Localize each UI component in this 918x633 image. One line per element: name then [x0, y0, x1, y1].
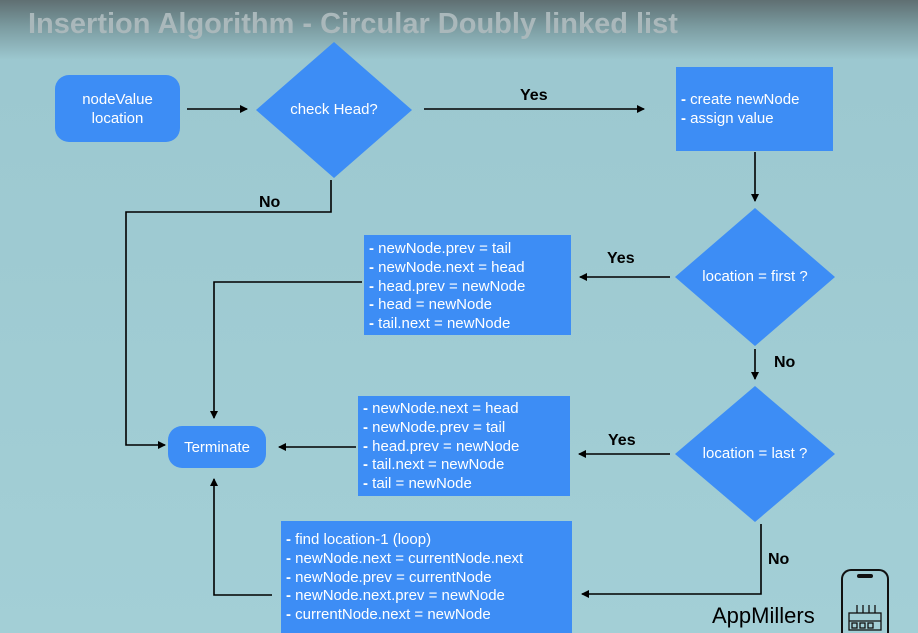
step-item: newNode.next = currentNode.next: [286, 550, 572, 569]
location-last-diamond: [675, 386, 835, 522]
terminate-label: Terminate: [184, 438, 250, 456]
arrow-first-steps-to-terminate: [210, 281, 362, 419]
location-last-label: location = last ?: [702, 445, 808, 462]
step-item: head.prev = newNode: [369, 278, 571, 297]
edge-label-last-yes: Yes: [608, 432, 636, 449]
step-item: newNode.prev = tail: [363, 419, 570, 438]
step-item: assign value: [681, 110, 833, 129]
step-item: newNode.next = head: [369, 259, 571, 278]
page-title: Insertion Algorithm - Circular Doubly li…: [28, 8, 678, 40]
first-insert-steps-box: newNode.prev = tail newNode.next = head …: [364, 235, 571, 335]
location-first-label: location = first ?: [702, 268, 808, 285]
last-insert-steps: newNode.next = head newNode.prev = tail …: [363, 400, 570, 494]
arrow-middle-to-terminate: [210, 478, 272, 596]
edge-label-first-no: No: [774, 354, 796, 371]
start-node-line: location: [91, 109, 144, 127]
last-insert-steps-box: newNode.next = head newNode.prev = tail …: [358, 396, 570, 496]
start-node-line: nodeValue: [82, 90, 153, 108]
edge-label-head-no: No: [259, 194, 281, 211]
arrow-last-no: [581, 524, 762, 598]
factory-glyph: [848, 605, 882, 631]
step-item: head = newNode: [369, 296, 571, 315]
step-item: tail.next = newNode: [363, 456, 570, 475]
brand-name: AppMillers: [712, 603, 815, 628]
create-node-box: create newNode assign value: [676, 67, 833, 151]
edge-label-last-no: No: [768, 551, 790, 568]
phone-notch: [857, 574, 873, 578]
middle-insert-steps-box: find location-1 (loop) newNode.next = cu…: [281, 521, 572, 633]
step-item: create newNode: [681, 91, 833, 110]
check-head-diamond: [256, 42, 412, 178]
step-item: currentNode.next = newNode: [286, 606, 572, 625]
first-insert-steps: newNode.prev = tail newNode.next = head …: [369, 240, 571, 334]
create-node-steps: create newNode assign value: [681, 91, 833, 129]
check-head-label: check Head?: [290, 101, 378, 118]
terminate-node: Terminate: [168, 426, 266, 468]
step-item: newNode.prev = currentNode: [286, 569, 572, 588]
edge-label-head-yes: Yes: [520, 87, 548, 104]
step-item: head.prev = newNode: [363, 438, 570, 457]
step-item: newNode.next = head: [363, 400, 570, 419]
middle-insert-steps: find location-1 (loop) newNode.next = cu…: [286, 531, 572, 625]
factory-icon: [841, 569, 889, 633]
location-first-diamond: [675, 208, 835, 346]
arrow-head-no: [125, 180, 332, 449]
step-item: newNode.prev = tail: [369, 240, 571, 259]
edge-label-first-yes: Yes: [607, 250, 635, 267]
step-item: tail = newNode: [363, 475, 570, 494]
step-item: find location-1 (loop): [286, 531, 572, 550]
start-node: nodeValue location: [55, 75, 180, 142]
step-item: newNode.next.prev = newNode: [286, 587, 572, 606]
step-item: tail.next = newNode: [369, 315, 571, 334]
